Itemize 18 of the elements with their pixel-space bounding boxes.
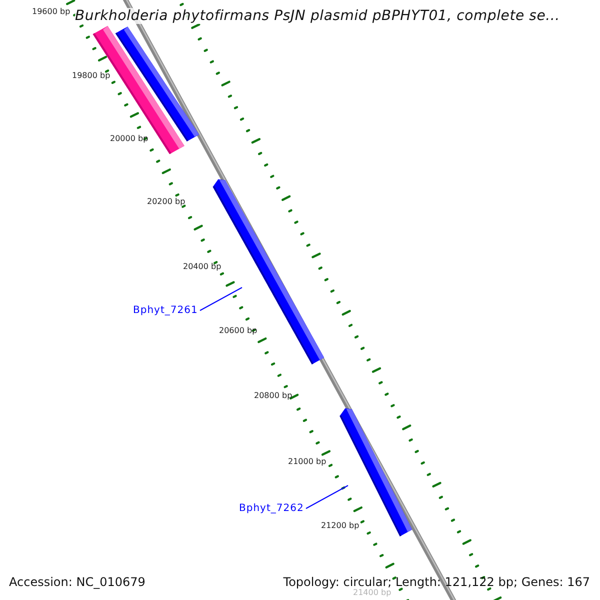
summary-text: Topology: circular; Length: 121,122 bp; Genes: 167 — [283, 575, 590, 589]
scale-label: 20200 bp — [147, 197, 186, 206]
scale-label: 21200 bp — [321, 521, 360, 530]
scale-label: 20600 bp — [219, 326, 258, 335]
scale-label: 20400 bp — [183, 262, 222, 271]
gene-label: Bphyt_7261 — [133, 305, 198, 316]
scale-label: 21400 bp — [353, 588, 392, 597]
scale-label: 20000 bp — [110, 134, 148, 143]
scale-label: 19600 bp — [32, 7, 70, 16]
title: Burkholderia phytofirmans PsJN plasmid pBPHYT01, complete se... — [75, 8, 560, 24]
scale-label: 21000 bp — [288, 457, 326, 466]
leader-line — [306, 485, 348, 509]
gene-label: Bphyt_7262 — [239, 503, 304, 514]
gene-arrow — [212, 179, 324, 364]
scale-label: 19800 bp — [72, 71, 110, 80]
leader-line — [200, 287, 242, 311]
scale-label: 20800 bp — [254, 391, 292, 400]
accession-text: Accession: NC_010679 — [9, 575, 146, 589]
